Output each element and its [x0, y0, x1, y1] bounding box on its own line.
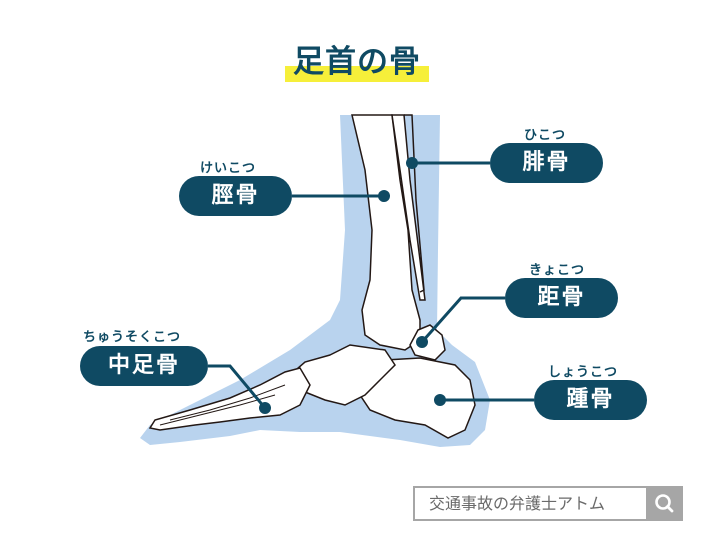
search-badge[interactable]: 交通事故の弁護士アトム: [413, 486, 683, 521]
title-block: 足首の骨: [283, 40, 431, 84]
metatarsal-leader: [208, 364, 267, 409]
talus-leader: [420, 296, 505, 343]
calcaneus-ruby: しょうこつ: [548, 365, 619, 380]
fibula-pill: 腓骨: [490, 143, 603, 183]
tibia-pill: 脛骨: [179, 176, 292, 216]
metatarsal-ruby: ちゅうそくこつ: [83, 330, 182, 345]
fibula-bone: [391, 114, 426, 301]
page-title: 足首の骨: [293, 44, 421, 80]
metatarsal-dot: [259, 402, 271, 414]
fibula-dot: [406, 157, 418, 169]
tibia-ruby: けいこつ: [200, 161, 257, 176]
search-button[interactable]: [646, 486, 683, 521]
calcaneus-dot: [434, 394, 446, 406]
metatarsal-pill: 中足骨: [80, 346, 208, 386]
talus-pill: 距骨: [505, 278, 618, 318]
talus-ruby: きょこつ: [529, 263, 586, 278]
fibula-ruby: ひこつ: [524, 128, 567, 143]
title-highlight: [285, 66, 429, 82]
talus-dot: [416, 336, 428, 348]
calcaneus-pill: 踵骨: [534, 380, 647, 420]
search-text: 交通事故の弁護士アトム: [429, 494, 606, 513]
search-icon: [655, 494, 674, 513]
tibia-bone: [351, 114, 421, 351]
tibia-dot: [378, 190, 390, 202]
